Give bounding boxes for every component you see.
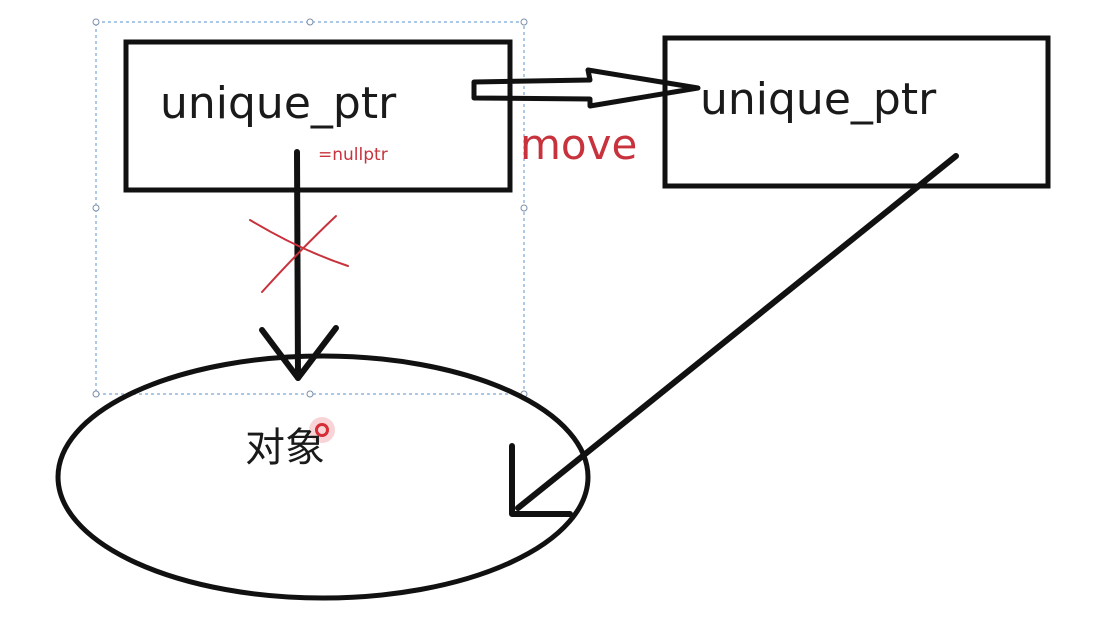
- red-cross-mark: [249, 215, 349, 293]
- move-arrow: [471, 67, 701, 109]
- right-unique-ptr-box: [662, 35, 1051, 189]
- object-ellipse: [55, 353, 591, 601]
- left-unique-ptr-box: [123, 39, 513, 193]
- right-box-label: unique_ptr: [700, 74, 937, 125]
- object-label: 对象: [245, 425, 325, 471]
- selection-handles[interactable]: [92, 18, 528, 398]
- move-label: move: [520, 120, 638, 169]
- new-ownership-arrow: [509, 153, 959, 517]
- nullptr-note: =nullptr: [318, 145, 388, 165]
- left-box-label: unique_ptr: [160, 78, 397, 129]
- crossed-ownership-arrow: [259, 149, 339, 381]
- cursor-marker: [309, 417, 335, 443]
